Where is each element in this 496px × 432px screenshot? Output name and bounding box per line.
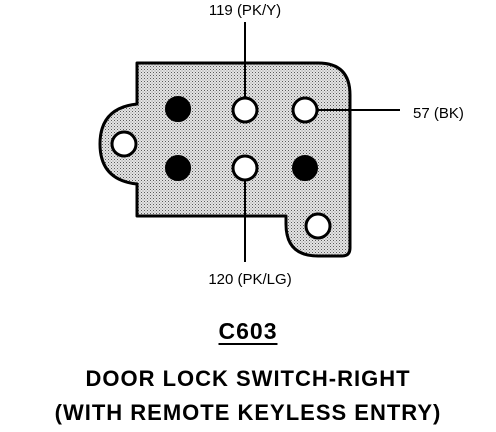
terminal-lower-left (165, 155, 191, 181)
connector-id: C603 (0, 318, 496, 345)
terminal-upper-middle (231, 96, 259, 124)
wire-label-119: 119 (PK/Y) (209, 2, 281, 19)
connector-body (98, 61, 352, 258)
terminal-lower-right (292, 155, 318, 181)
wire-label-57: 57 (BK) (413, 105, 464, 122)
terminal-upper-left (165, 96, 191, 122)
terminal-lower-middle (231, 154, 259, 182)
terminal-upper-right (291, 96, 319, 124)
mounting-hole-left (110, 130, 138, 158)
connector-id-text: C603 (218, 318, 278, 344)
wire-label-120: 120 (PK/LG) (208, 271, 291, 288)
connector-title-line-2: (WITH REMOTE KEYLESS ENTRY) (54, 400, 442, 425)
mounting-hole-bottom-right (304, 212, 332, 240)
connector-title-line-1: DOOR LOCK SWITCH-RIGHT (85, 366, 411, 391)
